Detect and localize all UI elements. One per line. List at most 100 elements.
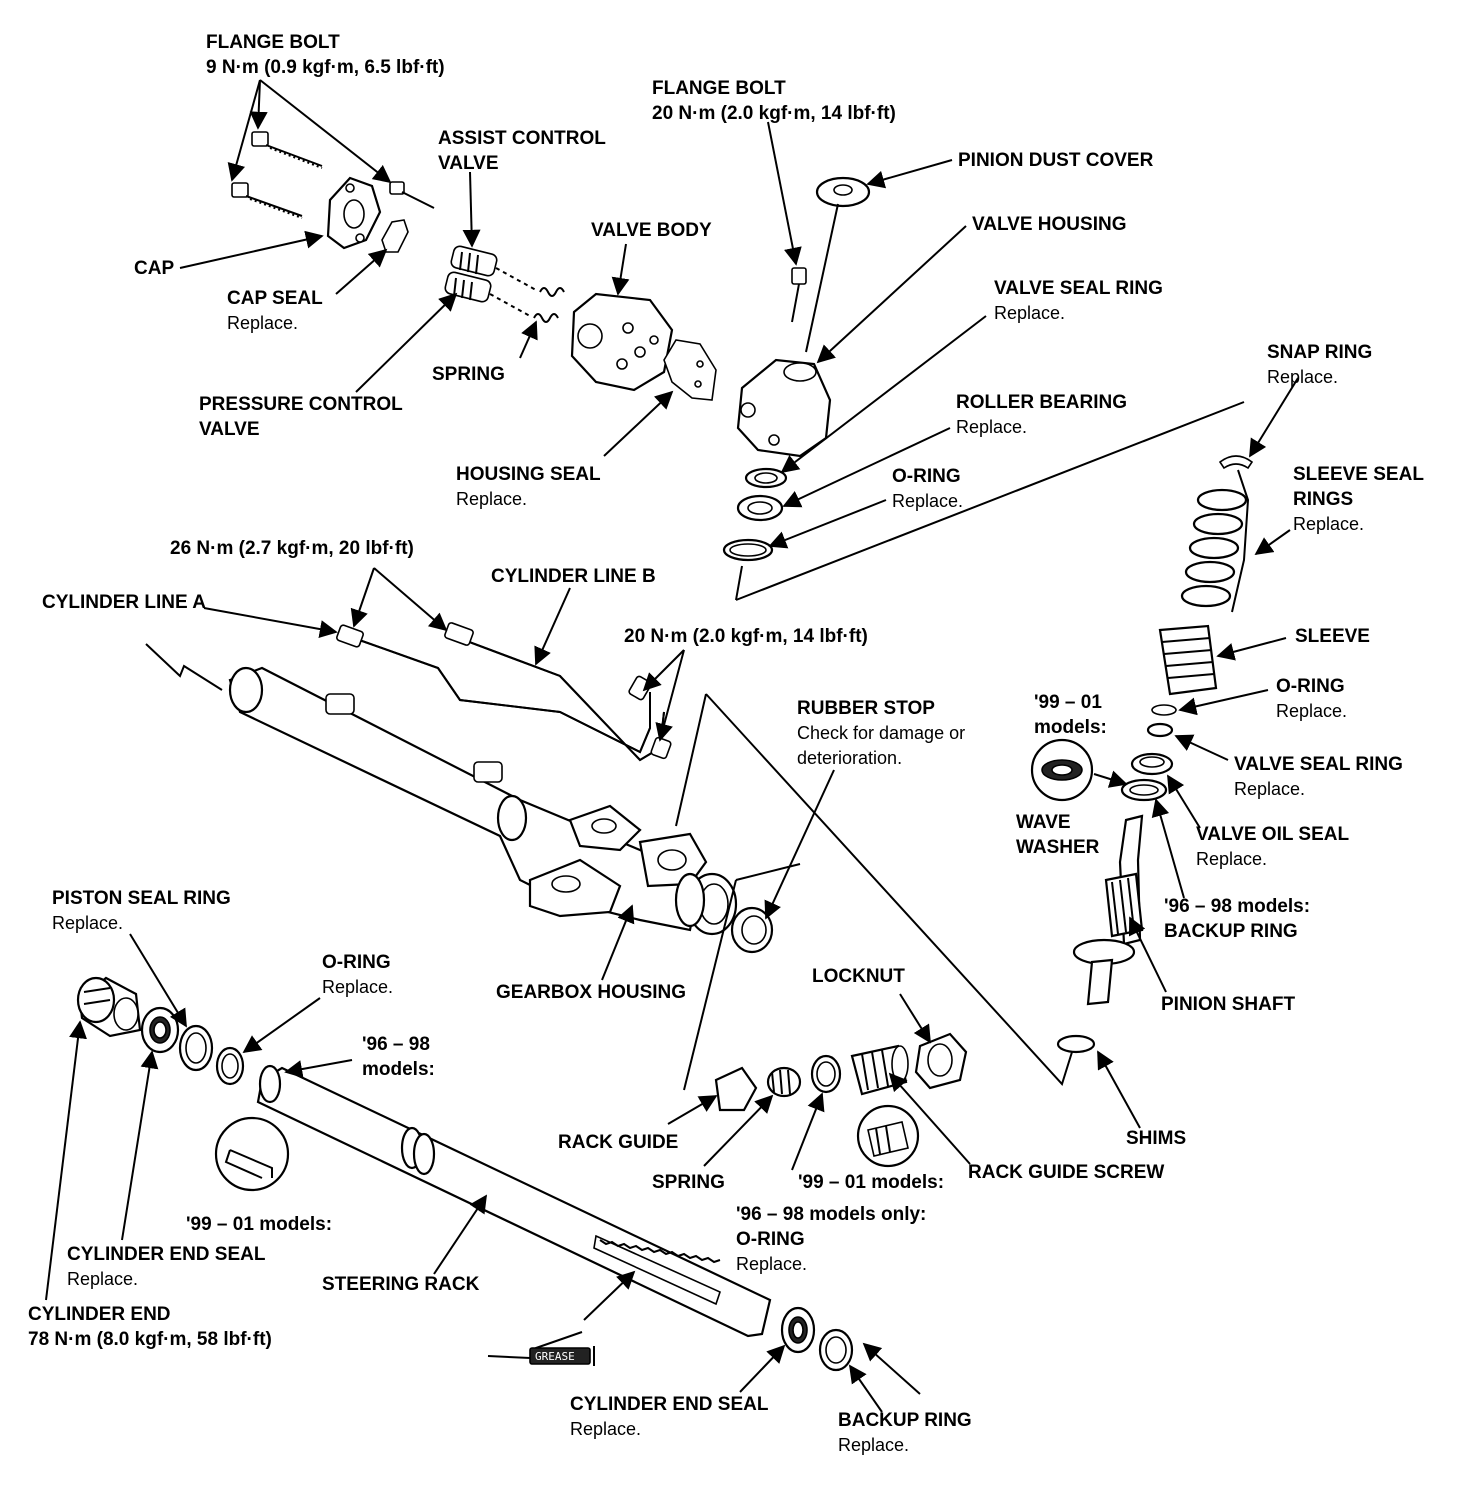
snap-ring-note: Replace. — [1267, 367, 1339, 387]
flange-bolt-right — [389, 181, 435, 209]
rubber-stop-note2: deterioration. — [797, 748, 903, 768]
wave-washer-line1: WAVE — [1016, 812, 1071, 833]
o-ring-top-label: O-RING Replace. — [892, 464, 963, 514]
cylinder-end-seal-bottom-label: CYLINDER END SEAL Replace. — [570, 1392, 768, 1442]
spring-bottom-label: SPRING — [652, 1170, 725, 1195]
valve-housing-title: VALVE HOUSING — [972, 214, 1127, 235]
cylinder-end-torque: 78 N·m (8.0 kgf·m, 58 lbf·ft) — [28, 1329, 272, 1350]
cap-seal-part — [381, 219, 409, 253]
valve-housing-label: VALVE HOUSING — [972, 212, 1126, 237]
locknut-part — [914, 1032, 968, 1090]
roller-bearing-part — [736, 494, 784, 522]
o-ring-96-98-only-line2: O-RING — [736, 1229, 805, 1250]
locknut-label: LOCKNUT — [812, 964, 905, 989]
o-ring-left-title: O-RING — [322, 952, 391, 973]
rack-guide-label: RACK GUIDE — [558, 1130, 678, 1155]
piston-seal-ring-note: Replace. — [52, 913, 124, 933]
valve-body-part — [570, 292, 674, 392]
models-99-01-mid-label: '99 – 01 models: — [798, 1170, 944, 1195]
cylinder-end-seal-left-part — [140, 1006, 180, 1054]
sleeve-seal-rings-line1: SLEEVE SEAL — [1293, 464, 1424, 485]
valve-oil-seal-title: VALVE OIL SEAL — [1196, 824, 1350, 845]
rack-end-detail — [214, 1116, 290, 1192]
backup-ring-96-98-line1: '96 – 98 models: — [1164, 896, 1311, 917]
valve-seal-ring-top-title: VALVE SEAL RING — [994, 278, 1163, 299]
rubber-stop-label: RUBBER STOP Check for damage or deterior… — [797, 696, 965, 771]
o-ring-right-note: Replace. — [1276, 701, 1348, 721]
spring-bottom-title: SPRING — [652, 1172, 725, 1193]
rack-guide-o-ring-part — [810, 1054, 842, 1094]
roller-bearing-label: ROLLER BEARING Replace. — [956, 390, 1127, 440]
valve-housing-part — [736, 358, 832, 458]
rack-guide-spring-part — [766, 1066, 802, 1098]
o-ring-top-note: Replace. — [892, 491, 964, 511]
cylinder-end-seal-left-title: CYLINDER END SEAL — [67, 1244, 266, 1265]
o-ring-top-part — [722, 538, 774, 562]
snap-ring-title: SNAP RING — [1267, 342, 1373, 363]
flange-bolt-vertical — [791, 267, 807, 323]
rack-guide-screw-label: RACK GUIDE SCREW — [968, 1160, 1164, 1185]
housing-seal-label: HOUSING SEAL Replace. — [456, 462, 601, 512]
cylinder-line-a-label: CYLINDER LINE A — [42, 590, 206, 615]
sleeve-seal-rings-line2: RINGS — [1293, 489, 1354, 510]
snap-ring-part — [1218, 455, 1254, 470]
housing-seal-part — [663, 339, 717, 401]
o-ring-left-part — [215, 1046, 245, 1086]
cap-seal-note: Replace. — [227, 313, 299, 333]
assist-control-valve-line2: VALVE — [438, 153, 499, 174]
torque-26-label: 26 N·m (2.7 kgf·m, 20 lbf·ft) — [170, 536, 414, 561]
backup-ring-bottom-note: Replace. — [838, 1435, 910, 1455]
cylinder-line-a-title: CYLINDER LINE A — [42, 592, 206, 613]
cap-seal-title: CAP SEAL — [227, 288, 323, 309]
cylinder-line-b-title: CYLINDER LINE B — [491, 566, 656, 587]
rack-guide-screw-title: RACK GUIDE SCREW — [968, 1162, 1165, 1183]
flange-bolt-label-1: FLANGE BOLT 9 N·m (0.9 kgf·m, 6.5 lbf·ft… — [206, 30, 445, 80]
spring-top-title: SPRING — [432, 364, 505, 385]
models-99-01-mid-title: '99 – 01 models: — [798, 1172, 945, 1193]
rubber-stop-note1: Check for damage or — [797, 723, 966, 743]
pinion-shaft-part — [1072, 814, 1144, 1006]
cap-title: CAP — [134, 258, 175, 279]
valve-seal-ring-right-note: Replace. — [1234, 779, 1306, 799]
pinion-dust-cover-part — [805, 176, 871, 353]
backup-ring-96-98-label: '96 – 98 models: BACKUP RING — [1164, 894, 1310, 944]
backup-ring-bottom-label: BACKUP RING Replace. — [838, 1408, 972, 1458]
pressure-control-valve-line1: PRESSURE CONTROL — [199, 394, 403, 415]
models-99-01-left-title: '99 – 01 models: — [186, 1214, 333, 1235]
wave-washer-label: WAVE WASHER — [1016, 810, 1099, 860]
models-99-01-right-line2: models: — [1034, 717, 1107, 738]
models-99-01-right-label: '99 – 01 models: — [1034, 690, 1107, 740]
sleeve-seal-rings-label: SLEEVE SEAL RINGS Replace. — [1293, 462, 1424, 537]
cap-label: CAP — [134, 256, 174, 281]
o-ring-right-label: O-RING Replace. — [1276, 674, 1347, 724]
pinion-shaft-title: PINION SHAFT — [1161, 994, 1296, 1015]
sleeve-label: SLEEVE — [1295, 624, 1370, 649]
flange-bolt-label-2: FLANGE BOLT 20 N·m (2.0 kgf·m, 14 lbf·ft… — [652, 76, 896, 126]
valve-oil-seal-part — [1120, 778, 1168, 802]
cylinder-end-seal-left-label: CYLINDER END SEAL Replace. — [67, 1242, 265, 1292]
o-ring-96-98-only-note: Replace. — [736, 1254, 808, 1274]
leader-lines — [45, 79, 1299, 1413]
assist-control-valve-line1: ASSIST CONTROL — [438, 128, 606, 149]
pressure-control-valve-line2: VALVE — [199, 419, 260, 440]
roller-bearing-note: Replace. — [956, 417, 1028, 437]
valve-body-title: VALVE BODY — [591, 220, 712, 241]
models-99-01-left-label: '99 – 01 models: — [186, 1212, 332, 1237]
rubber-stop-title: RUBBER STOP — [797, 698, 935, 719]
housing-seal-title: HOUSING SEAL — [456, 464, 601, 485]
o-ring-right-part — [1146, 704, 1177, 738]
pressure-control-valve-label: PRESSURE CONTROL VALVE — [199, 392, 403, 442]
snap-ring-label: SNAP RING Replace. — [1267, 340, 1372, 390]
cylinder-end-label: CYLINDER END 78 N·m (8.0 kgf·m, 58 lbf·f… — [28, 1302, 272, 1352]
models-99-01-right-line1: '99 – 01 — [1034, 692, 1102, 713]
o-ring-right-title: O-RING — [1276, 676, 1345, 697]
valve-oil-seal-note: Replace. — [1196, 849, 1268, 869]
steering-rack-part — [256, 1064, 772, 1338]
flange-bolt-torque-2: 20 N·m (2.0 kgf·m, 14 lbf·ft) — [652, 103, 896, 124]
backup-ring-bottom-title: BACKUP RING — [838, 1410, 972, 1431]
rack-guide-part — [683, 879, 758, 1112]
grease-tube-icon: GREASE — [487, 1331, 595, 1366]
shims-part — [705, 693, 1096, 1086]
